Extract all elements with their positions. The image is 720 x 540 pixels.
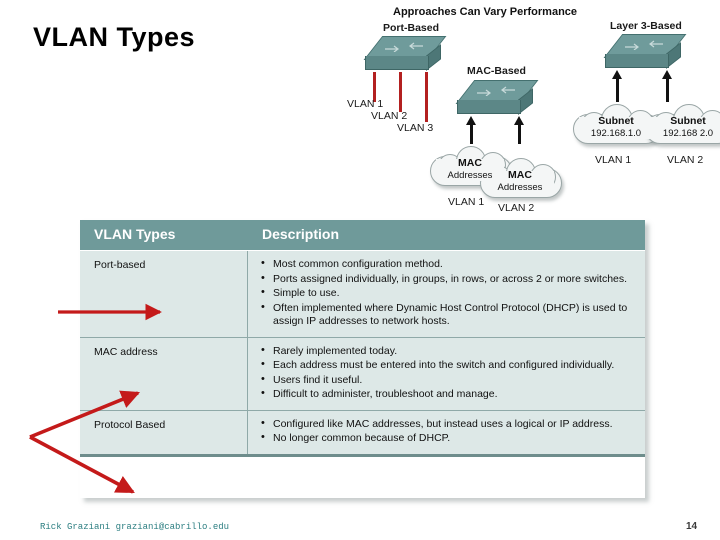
subnet-cloud-2: Subnet 192.168 2.0 bbox=[645, 104, 720, 146]
bullet-item: Configured like MAC addresses, but inste… bbox=[260, 417, 633, 432]
subnet-cloud-1-text: Subnet 192.168.1.0 bbox=[573, 115, 659, 139]
mac-cloud-2-line1: MAC bbox=[508, 169, 532, 181]
bullet-item: Simple to use. bbox=[260, 286, 633, 301]
mac-cloud-2-vlan: VLAN 2 bbox=[498, 202, 535, 214]
table-header-row: VLAN Types Description bbox=[80, 220, 645, 251]
layer3-switch-icon bbox=[603, 34, 687, 74]
port-based-switch-icon bbox=[363, 36, 447, 76]
row-type-protocol-based: Protocol Based bbox=[80, 410, 248, 454]
mac-cloud-1-text: MAC Addresses bbox=[430, 157, 510, 181]
mac-arrow-1-icon bbox=[466, 116, 476, 144]
bullet-item: Often implemented where Dynamic Host Con… bbox=[260, 301, 633, 329]
subnet-cloud-1-line2: 192.168.1.0 bbox=[590, 127, 642, 139]
bullet-item: Most common configuration method. bbox=[260, 257, 633, 272]
row-description-protocol-based: Configured like MAC addresses, but inste… bbox=[248, 411, 645, 454]
switch-arrows-icon bbox=[477, 86, 515, 96]
cable-vlan1 bbox=[373, 72, 376, 102]
mac-cloud-1: MAC Addresses bbox=[430, 146, 512, 188]
subnet-arrow-1-icon bbox=[612, 70, 622, 102]
port-vlan-label-3: VLAN 3 bbox=[397, 122, 434, 134]
subnet-cloud-1-vlan: VLAN 1 bbox=[595, 154, 632, 166]
bullet-item: Users find it useful. bbox=[260, 373, 633, 388]
bullet-item: Rarely implemented today. bbox=[260, 344, 633, 359]
vlan-types-table: VLAN Types Description Port-based Most c… bbox=[80, 220, 645, 498]
subnet-cloud-2-vlan: VLAN 2 bbox=[667, 154, 704, 166]
layer3-based-label: Layer 3-Based bbox=[610, 20, 682, 32]
subnet-cloud-2-text: Subnet 192.168 2.0 bbox=[645, 115, 720, 139]
bullet-item: Ports assigned individually, in groups, … bbox=[260, 272, 633, 287]
bullet-item: Each address must be entered into the sw… bbox=[260, 358, 633, 373]
mac-cloud-1-line2: Addresses bbox=[447, 169, 493, 181]
row-description-mac-address: Rarely implemented today. Each address m… bbox=[248, 338, 645, 410]
mac-arrow-2-icon bbox=[514, 116, 524, 144]
cable-vlan3 bbox=[425, 72, 428, 122]
row-type-mac-address: MAC address bbox=[80, 337, 248, 410]
mac-cloud-1-vlan: VLAN 1 bbox=[448, 196, 485, 208]
row-description-port-based: Most common configuration method. Ports … bbox=[248, 251, 645, 337]
mac-cloud-1-line1: MAC bbox=[458, 157, 482, 169]
table-row: Protocol Based Configured like MAC addre… bbox=[80, 410, 645, 457]
subnet-cloud-2-line1: Subnet bbox=[670, 115, 706, 127]
bullet-item: No longer common because of DHCP. bbox=[260, 431, 633, 446]
port-based-label: Port-Based bbox=[383, 22, 440, 34]
port-vlan-label-2: VLAN 2 bbox=[371, 110, 408, 122]
table-row: Port-based Most common configuration met… bbox=[80, 251, 645, 338]
vlan-approaches-diagram: Approaches Can Vary Performance Port-Bas… bbox=[345, 6, 720, 214]
mac-based-label: MAC-Based bbox=[467, 65, 526, 77]
mac-cloud-2-line2: Addresses bbox=[497, 181, 543, 193]
switch-arrows-icon bbox=[385, 42, 423, 52]
subnet-cloud-1: Subnet 192.168.1.0 bbox=[573, 104, 661, 146]
table-row: MAC address Rarely implemented today. Ea… bbox=[80, 337, 645, 411]
subnet-arrow-2-icon bbox=[662, 70, 672, 102]
subnet-cloud-2-line2: 192.168 2.0 bbox=[662, 127, 714, 139]
row-type-port-based: Port-based bbox=[80, 251, 248, 337]
diagram-heading: Approaches Can Vary Performance bbox=[393, 6, 578, 18]
switch-arrows-icon bbox=[625, 40, 663, 50]
mac-cloud-2: MAC Addresses bbox=[480, 158, 562, 200]
footer-credit: Rick Graziani graziani@cabrillo.edu bbox=[40, 522, 230, 532]
mac-based-switch-icon bbox=[455, 80, 539, 120]
table-header-description: Description bbox=[262, 226, 340, 242]
port-vlan-label-1: VLAN 1 bbox=[347, 98, 384, 110]
bullet-item: Difficult to administer, troubleshoot an… bbox=[260, 387, 633, 402]
page-number: 14 bbox=[686, 521, 698, 532]
table-header-vlan-types: VLAN Types bbox=[94, 226, 176, 242]
mac-cloud-2-text: MAC Addresses bbox=[480, 169, 560, 193]
subnet-cloud-1-line1: Subnet bbox=[598, 115, 634, 127]
page-title: VLAN Types bbox=[33, 22, 196, 52]
cable-vlan2 bbox=[399, 72, 402, 112]
